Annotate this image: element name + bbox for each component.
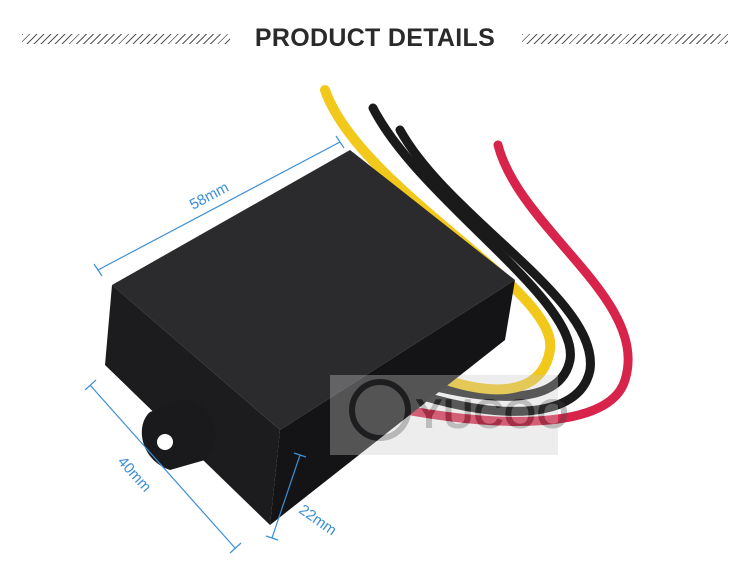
hatch-divider-left	[22, 34, 230, 44]
yellow-wire	[320, 85, 556, 395]
section-header: PRODUCT DETAILS	[0, 22, 750, 58]
wires	[320, 85, 633, 426]
housing	[105, 150, 515, 525]
page-title: PRODUCT DETAILS	[254, 24, 496, 52]
black-wire-2	[395, 125, 595, 416]
hatch-divider-right	[522, 34, 728, 44]
red-wire	[375, 140, 633, 426]
length-label: 58mm	[187, 179, 232, 214]
width-label: 40mm	[114, 453, 155, 495]
svg-text:YUCOO: YUCOO	[415, 390, 569, 437]
black-wire-1	[368, 103, 575, 401]
mounting-tab	[141, 400, 216, 470]
watermark: YUCOO	[330, 375, 569, 455]
dimension-lines	[84, 135, 345, 554]
height-label: 22mm	[296, 501, 340, 539]
